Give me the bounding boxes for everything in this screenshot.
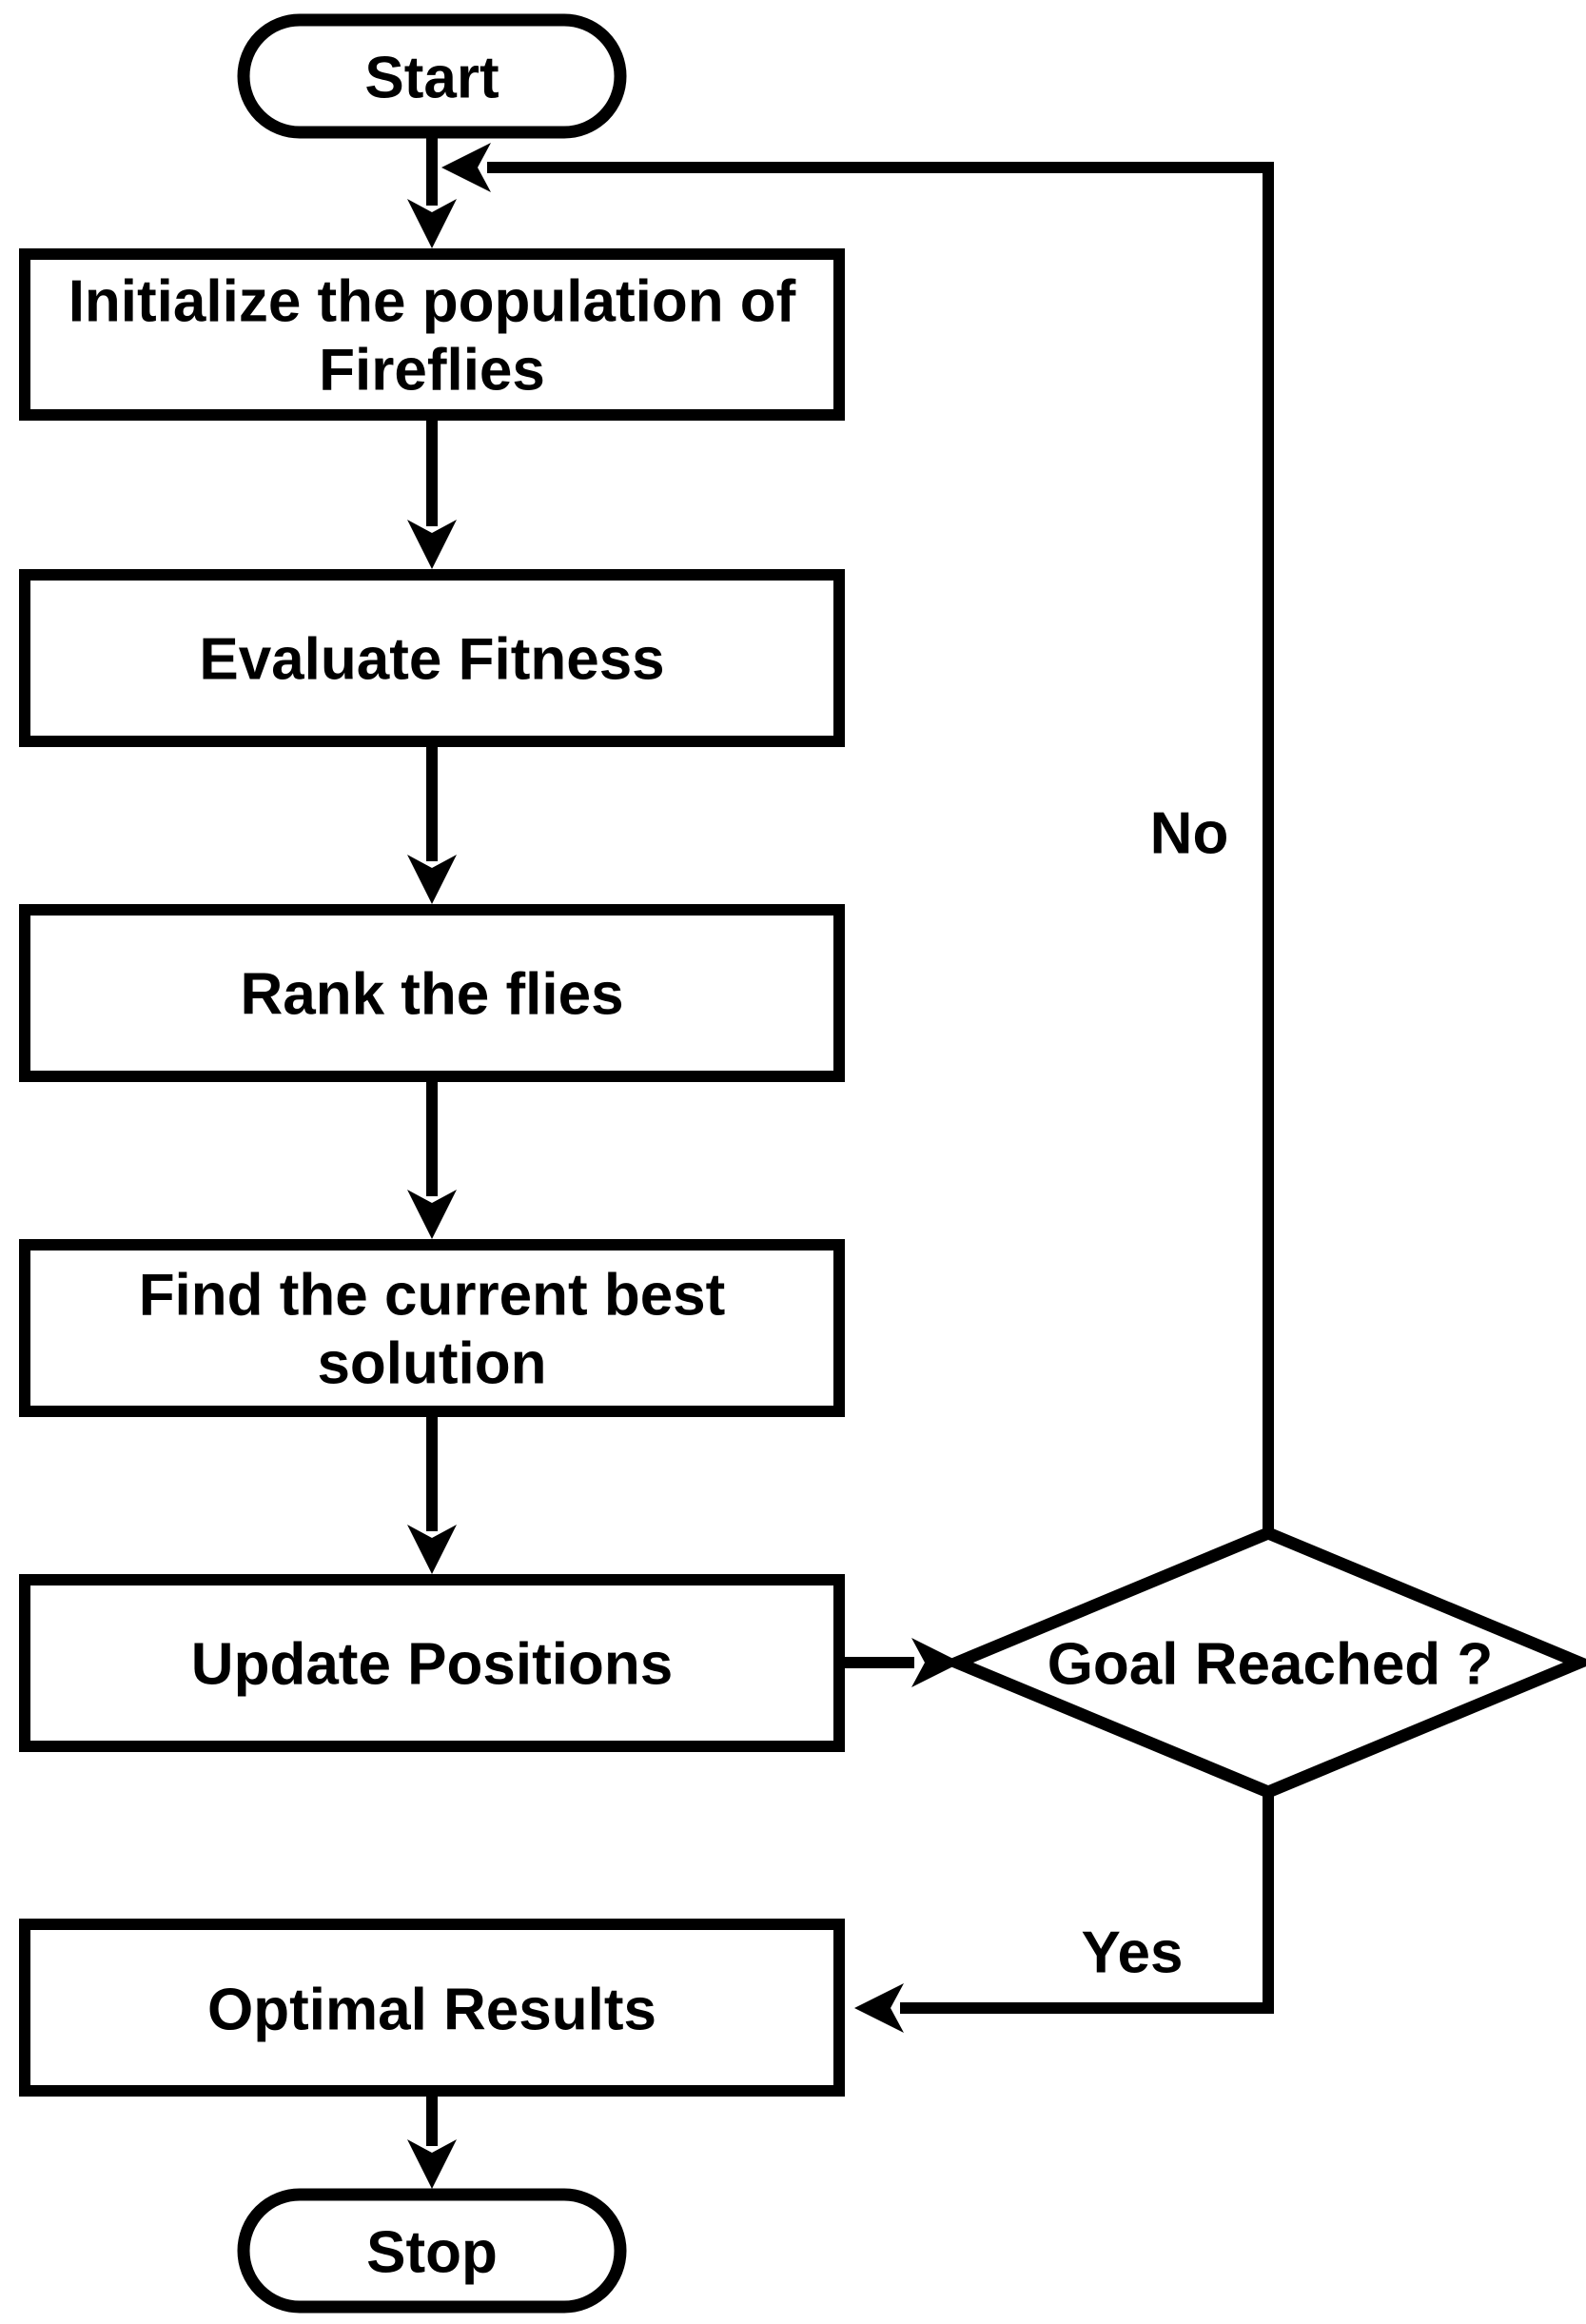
arrowhead-left-icon <box>854 1983 904 2033</box>
node-optimal-results: Optimal Results <box>19 1919 845 2097</box>
edge-label-no: No <box>1150 801 1229 867</box>
edge-findbest-to-update <box>407 1411 457 1574</box>
process-shape <box>19 569 845 747</box>
edge-yes-to-optimal <box>854 1787 1274 2033</box>
decision-diamond-shape <box>941 1526 1586 1800</box>
node-rank-label: Rank the flies <box>240 962 623 1028</box>
node-initialize-population: Initialize the population of Fireflies <box>19 248 845 421</box>
node-initialize-label-line1: Initialize the population of <box>69 269 796 335</box>
node-update-label: Update Positions <box>191 1632 673 1698</box>
edge-start-to-initialize <box>407 132 457 248</box>
process-shape <box>19 248 845 421</box>
node-goal-label: Goal Reached ? <box>1048 1632 1494 1698</box>
edge-update-to-goal <box>841 1638 961 1687</box>
arrowhead-right-icon <box>911 1638 961 1687</box>
node-evaluate-fitness: Evaluate Fitness <box>19 569 845 747</box>
node-rank-the-flies: Rank the flies <box>19 904 845 1082</box>
node-findbest-label-line2: solution <box>317 1331 546 1397</box>
node-evaluate-label: Evaluate Fitness <box>199 627 664 693</box>
edge-label-yes: Yes <box>1082 1920 1184 1986</box>
node-stop-label: Stop <box>366 2220 498 2286</box>
edge-no-return-loop <box>441 143 1274 1538</box>
process-shape <box>19 1239 845 1417</box>
node-initialize-label-line2: Fireflies <box>319 338 545 404</box>
terminator-shape <box>237 2188 627 2314</box>
arrowhead-left-icon <box>441 143 491 192</box>
edge-optimal-to-stop <box>407 2091 457 2189</box>
terminator-shape <box>237 13 627 139</box>
process-shape <box>19 1574 845 1752</box>
process-shape <box>19 904 845 1082</box>
arrowhead-down-icon <box>407 520 457 569</box>
edge-line <box>487 162 1274 1538</box>
edge-rank-to-findbest <box>407 1076 457 1239</box>
node-update-positions: Update Positions <box>19 1574 845 1752</box>
node-findbest-label-line1: Find the current best <box>139 1263 726 1329</box>
node-goal-reached-decision: Goal Reached ? <box>941 1526 1586 1800</box>
node-start-label: Start <box>364 46 499 111</box>
arrowhead-down-icon <box>407 1525 457 1574</box>
node-stop: Stop <box>237 2188 627 2314</box>
arrowhead-down-icon <box>407 2139 457 2189</box>
edge-line <box>900 1787 1274 2014</box>
node-find-current-best: Find the current best solution <box>19 1239 845 1417</box>
arrowhead-down-icon <box>407 199 457 248</box>
edge-evaluate-to-rank <box>407 741 457 904</box>
node-optimal-label: Optimal Results <box>207 1978 656 2043</box>
node-start: Start <box>237 13 627 139</box>
process-shape <box>19 1919 845 2097</box>
arrowhead-down-icon <box>407 1190 457 1239</box>
arrowhead-down-icon <box>407 855 457 904</box>
edge-initialize-to-evaluate <box>407 415 457 569</box>
